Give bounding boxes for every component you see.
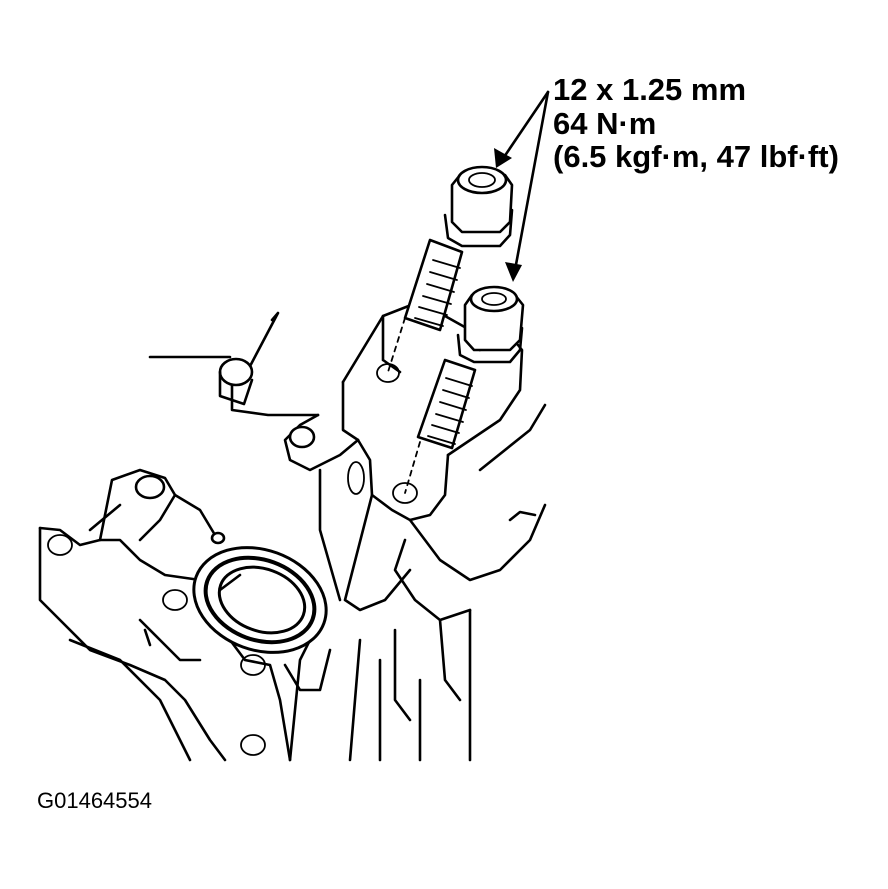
front-cover-outline	[38, 468, 332, 762]
bolt-thread-size: 12 x 1.25 mm	[553, 72, 747, 107]
callout-leader-arrows	[494, 90, 550, 282]
bolt-upper	[387, 165, 514, 373]
bolt-torque-alt-units: (6.5 kgf·m, 47 lbf·ft)	[553, 139, 839, 174]
crankshaft-oil-seal	[192, 546, 328, 654]
bolt-lower	[404, 285, 525, 494]
engine-block-outline	[283, 333, 547, 762]
figure-id: G01464554	[37, 788, 152, 813]
bolt-torque-nm: 64 N·m	[553, 106, 657, 141]
